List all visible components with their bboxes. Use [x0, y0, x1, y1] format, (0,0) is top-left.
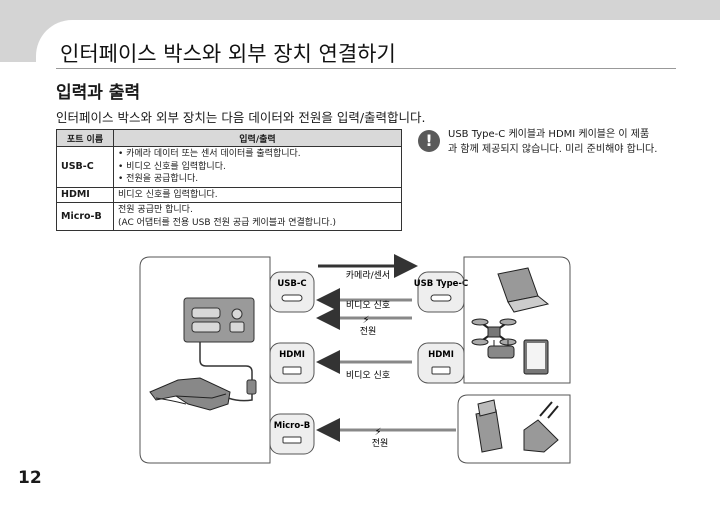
lightning-icon: ⚡ [374, 427, 381, 438]
port-label: USB-C [277, 279, 306, 289]
desc-line: 전원 공급만 합니다. [118, 205, 193, 215]
desc-line: (AC 어댑터를 전용 USB 전원 공급 케이블과 연결합니다.) [118, 217, 336, 228]
lightning-icon: ⚡ [362, 315, 369, 326]
table-row: USB-C • 카메라 데이터 또는 센서 데이터를 출력합니다. • 비디오 … [56, 146, 402, 188]
port-desc: • 카메라 데이터 또는 센서 데이터를 출력합니다. • 비디오 신호를 입력… [113, 146, 402, 188]
port-label: HDMI [428, 350, 454, 360]
tablet-image [523, 339, 549, 375]
port-name: Micro-B [56, 202, 114, 231]
usb-type-c-port-right: USB Type-C [414, 271, 468, 313]
title-divider [56, 68, 676, 69]
interface-box [183, 297, 255, 343]
controller-image [487, 340, 515, 359]
signal-label: 전원 [372, 438, 389, 449]
port-label: Micro-B [274, 421, 310, 431]
table-header-port: 포트 이름 [56, 129, 114, 147]
table-header-io: 입력/출력 [113, 129, 402, 147]
header-cutout [36, 20, 720, 80]
exclamation-icon: ! [418, 130, 440, 152]
desc-line: 비디오 신호를 입력합니다. [118, 189, 218, 200]
drone-image [471, 318, 517, 346]
page-title: 인터페이스 박스와 외부 장치 연결하기 [60, 42, 396, 66]
adapter-panel [457, 394, 571, 464]
cable [199, 342, 253, 390]
laptop-image [497, 267, 550, 313]
signal-label: 비디오 신호 [346, 300, 390, 311]
headset-panel [139, 256, 271, 464]
desc-line: • 비디오 신호를 입력합니다. [118, 161, 226, 172]
port-label: USB Type-C [414, 279, 468, 289]
intro-text: 인터페이스 박스와 외부 장치는 다음 데이터와 전원을 입력/출력합니다. [56, 110, 426, 125]
glasses-image [149, 377, 231, 411]
port-table: 포트 이름 입력/출력 USB-C • 카메라 데이터 또는 센서 데이터를 출… [56, 129, 402, 231]
section-heading: 입력과 출력 [56, 83, 141, 103]
cable [227, 394, 253, 402]
signal-label: 카메라/센서 [346, 270, 390, 281]
page-number: 12 [18, 468, 42, 488]
port-desc: 전원 공급만 합니다. (AC 어댑터를 전용 USB 전원 공급 케이블과 연… [113, 202, 402, 231]
hdmi-port-right: HDMI [417, 342, 465, 384]
usb-c-port-left: USB-C [269, 271, 315, 313]
desc-line: • 카메라 데이터 또는 센서 데이터를 출력합니다. [118, 149, 301, 159]
table-header-row: 포트 이름 입력/출력 [56, 129, 402, 147]
desc-line: • 전원을 공급합니다. [118, 174, 199, 184]
ac-adapter-image [475, 399, 559, 453]
signal-label: 전원 [360, 326, 377, 337]
hdmi-port-left: HDMI [269, 342, 315, 384]
cable-clip [246, 379, 257, 395]
devices-panel [463, 256, 571, 384]
micro-b-port-left: Micro-B [269, 413, 315, 455]
signal-label: 비디오 신호 [346, 370, 390, 381]
note-text: USB Type-C 케이블과 HDMI 케이블은 이 제품과 함께 제공되지 … [448, 129, 658, 155]
table-row: Micro-B 전원 공급만 합니다. (AC 어댑터를 전용 USB 전원 공… [56, 202, 402, 231]
port-label: HDMI [279, 350, 305, 360]
port-name: USB-C [56, 146, 114, 188]
